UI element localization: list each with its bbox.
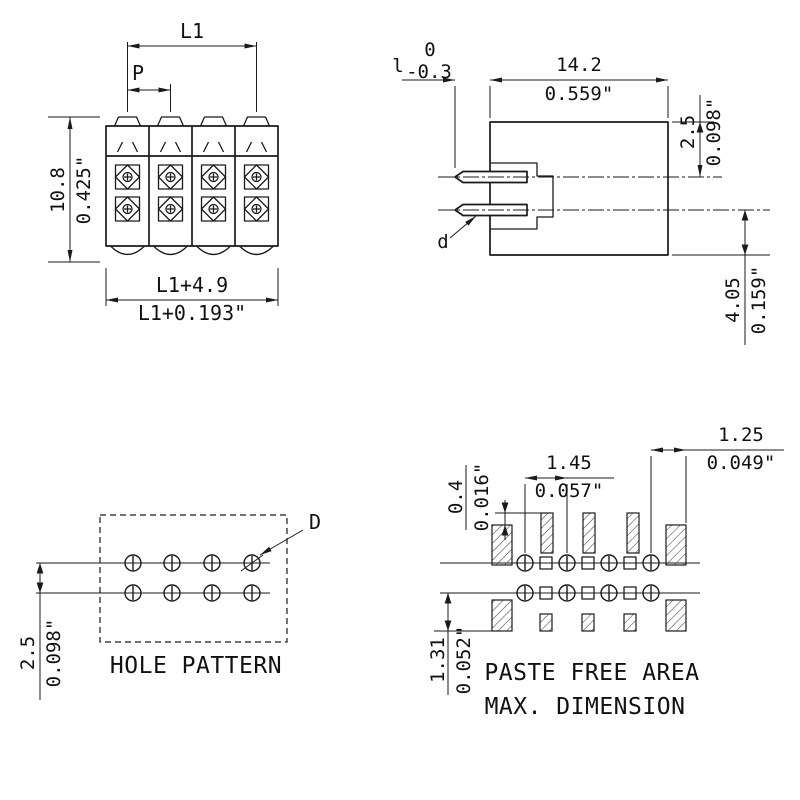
- pin-callout-label: d: [437, 231, 448, 253]
- contact-icon: [200, 164, 227, 190]
- paste-hole-grid: [516, 554, 660, 602]
- paste-free-area-view: 1.45 0.057" 1.25 0.049" 0.4 0.016" 1.31 …: [427, 424, 784, 720]
- side-body-outline: [489, 121, 669, 256]
- hatch-bar: [491, 599, 513, 632]
- contact-icon: [157, 196, 184, 222]
- tolerance-upper: 0: [424, 39, 435, 61]
- contact-icon: [243, 196, 270, 222]
- hole-pattern-view: 2.5 0.098" D HOLE PATTERN: [17, 510, 321, 700]
- dim-bottom-in: 0.159": [748, 266, 770, 335]
- contact-icon: [243, 164, 270, 190]
- hatch-bar: [665, 524, 687, 566]
- hole-diameter-callout: D: [240, 510, 321, 572]
- connector-bottom-feet: [110, 245, 274, 256]
- dim-top-offset: 2.5 0.098": [672, 95, 725, 177]
- hole-row-centerlines: [36, 562, 270, 594]
- board-outline-dashed: [99, 514, 288, 643]
- dim-top-mm: 2.5: [677, 115, 699, 149]
- dim-height: 10.8 0.425": [47, 116, 100, 263]
- dim-bottom-margin-mm: 1.31: [427, 637, 449, 683]
- hatch-bar: [665, 599, 687, 632]
- pin-centerlines: [438, 176, 770, 211]
- dim-row-pitch: 2.5 0.098": [17, 563, 65, 700]
- contact-icon: [157, 164, 184, 190]
- dim-width: L1+4.9 L1+0.193": [105, 268, 279, 325]
- hole-diameter-label: D: [309, 510, 321, 534]
- tolerance-lower: -0.3: [406, 61, 452, 83]
- pad-row-centerlines: [440, 562, 700, 594]
- dim-row-pitch-in: 0.098": [43, 619, 65, 688]
- dim-width-mm: L1+4.9: [156, 273, 228, 297]
- pin-length-var: l: [392, 55, 403, 77]
- smd-pads: [539, 556, 637, 600]
- hatch-pad: [539, 613, 553, 632]
- connector-front-view: L1 P 10.8 0.425" L1+4.9 L1+0.193": [47, 19, 279, 325]
- hatch-pad: [623, 613, 637, 632]
- dim-bottom-margin: 1.31 0.052": [427, 593, 492, 695]
- dim-depth: 14.2 0.559": [489, 54, 669, 118]
- dim-row-pitch-mm: 2.5: [17, 636, 39, 670]
- dim-right-margin-in: 0.049": [707, 452, 776, 474]
- dim-top-in: 0.098": [703, 98, 725, 167]
- dim-edge-offset-mm: 0.4: [445, 480, 467, 514]
- dim-right-margin: 1.25 0.049": [650, 424, 784, 553]
- hole-grid: [124, 554, 261, 602]
- dim-height-in: 0.425": [73, 156, 95, 225]
- dim-bottom-mm: 4.05: [722, 277, 744, 323]
- hatch-bar: [582, 512, 596, 554]
- paste-free-area-title-line2: MAX. DIMENSION: [485, 694, 686, 720]
- hatch-bar: [540, 512, 554, 554]
- connector-side-view: 14.2 0.559" l 0 -0.3 2.5 0.098" 4.05 0.1…: [392, 39, 770, 345]
- dim-edge-offset: 0.4 0.016": [445, 463, 541, 540]
- hole-pattern-title: HOLE PATTERN: [110, 653, 282, 679]
- hatch-bar: [491, 524, 513, 566]
- dim-pad-pitch: 1.45 0.057": [524, 452, 614, 553]
- contact-icon: [114, 164, 141, 190]
- dim-p-label: P: [132, 61, 144, 85]
- dim-pad-pitch-in: 0.057": [535, 480, 604, 502]
- dim-edge-offset-in: 0.016": [471, 463, 493, 532]
- dim-bottom-offset: 4.05 0.159": [672, 210, 770, 345]
- dim-bottom-margin-in: 0.052": [453, 626, 475, 695]
- dim-l1-label: L1: [180, 19, 204, 43]
- dim-p: P: [127, 61, 171, 112]
- connector-top-latches: [113, 116, 271, 153]
- connector-body-outline: [105, 125, 279, 247]
- dim-right-margin-mm: 1.25: [718, 424, 764, 446]
- paste-free-area-title-line1: PASTE FREE AREA: [484, 660, 699, 686]
- pin-callout: d: [437, 215, 477, 253]
- dim-pad-pitch-mm: 1.45: [546, 452, 592, 474]
- dim-pin-length-tolerance: l 0 -0.3: [392, 39, 456, 168]
- contact-icon: [114, 196, 141, 222]
- hatch-pad: [581, 613, 595, 632]
- hatch-bar: [626, 512, 640, 554]
- dim-depth-in: 0.559": [545, 83, 614, 105]
- paste-keepout-hatch: [491, 512, 687, 632]
- dim-height-mm: 10.8: [47, 167, 69, 213]
- pin-shroud-steps: [490, 162, 554, 230]
- dim-l1: L1: [127, 19, 257, 112]
- contact-icon: [200, 196, 227, 222]
- dim-width-in: L1+0.193": [138, 301, 246, 325]
- dim-depth-mm: 14.2: [556, 54, 602, 76]
